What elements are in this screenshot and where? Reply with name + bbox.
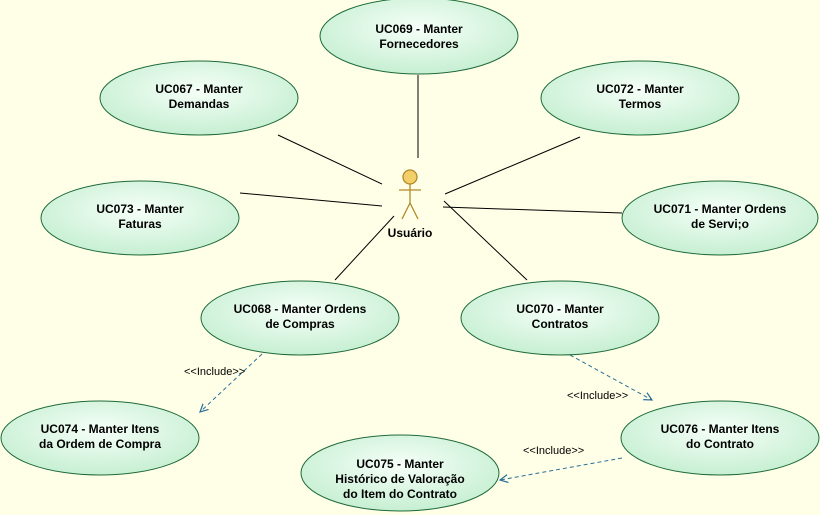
uc069-line-1: UC069 - Manter xyxy=(375,22,463,36)
uc075-line-1: UC075 - Manter xyxy=(356,457,444,471)
uc071-line-1: UC071 - Manter Ordens xyxy=(654,202,787,216)
association-uc073 xyxy=(239,192,383,207)
actor-usuario[interactable]: Usuário xyxy=(388,169,433,240)
use-case-uc074[interactable]: UC074 - Manter Itens da Ordem de Compra xyxy=(0,400,200,476)
actor-label: Usuário xyxy=(388,226,433,240)
uc070-line-2: Contratos xyxy=(532,317,589,331)
association-uc071 xyxy=(442,206,623,214)
association-uc070 xyxy=(443,200,528,281)
uc067-line-2: Demandas xyxy=(169,97,230,111)
association-uc072 xyxy=(444,136,581,195)
include-uc070-uc076 xyxy=(569,354,652,400)
uc070-line-1: UC070 - Manter xyxy=(516,302,604,316)
use-case-uc076[interactable]: UC076 - Manter Itens do Contrato xyxy=(620,400,820,476)
include-label-2: <<Include>> xyxy=(567,390,628,402)
use-case-uc069[interactable]: UC069 - Manter Fornecedores xyxy=(319,0,519,75)
use-case-uc068[interactable]: UC068 - Manter Ordens de Compras xyxy=(200,280,400,356)
uc068-line-2: de Compras xyxy=(265,317,335,331)
use-case-uc073[interactable]: UC073 - Manter Faturas xyxy=(40,180,240,256)
use-case-uc071[interactable]: UC071 - Manter Ordens de Servi;o xyxy=(621,180,819,256)
uc068-line-1: UC068 - Manter Ordens xyxy=(234,302,367,316)
include-label-1: <<Include>> xyxy=(184,366,245,378)
uc072-line-2: Termos xyxy=(619,97,662,111)
uc069-line-2: Fornecedores xyxy=(379,37,459,51)
include-label-3: <<Include>> xyxy=(523,445,584,457)
use-case-uc070[interactable]: UC070 - Manter Contratos xyxy=(460,280,660,356)
associations xyxy=(239,75,623,281)
association-uc067 xyxy=(277,134,383,185)
use-case-uc075[interactable]: UC075 - Manter Histórico de Valoração do… xyxy=(300,434,500,512)
include-uc076-uc075 xyxy=(500,457,623,480)
association-uc068 xyxy=(334,215,395,281)
include-dependencies xyxy=(200,353,652,480)
uc067-line-1: UC067 - Manter xyxy=(155,82,243,96)
use-case-uc067[interactable]: UC067 - Manter Demandas xyxy=(99,60,299,136)
uc073-line-2: Faturas xyxy=(118,217,162,231)
uc073-line-1: UC073 - Manter xyxy=(96,202,184,216)
actor-stick-figure-icon xyxy=(399,169,421,220)
uc072-line-1: UC072 - Manter xyxy=(596,82,684,96)
uc074-line-1: UC074 - Manter Itens xyxy=(41,422,160,436)
uc075-line-2: Histórico de Valoração xyxy=(335,472,464,486)
uc074-line-2: da Ordem de Compra xyxy=(39,437,161,451)
uc075-line-3: do Item do Contrato xyxy=(343,487,457,501)
uc076-line-2: do Contrato xyxy=(686,437,754,451)
uc076-line-1: UC076 - Manter Itens xyxy=(661,422,780,436)
uc071-line-2: de Servi;o xyxy=(691,217,749,231)
include-uc068-uc074 xyxy=(200,353,263,412)
use-case-uc072[interactable]: UC072 - Manter Termos xyxy=(540,60,740,136)
